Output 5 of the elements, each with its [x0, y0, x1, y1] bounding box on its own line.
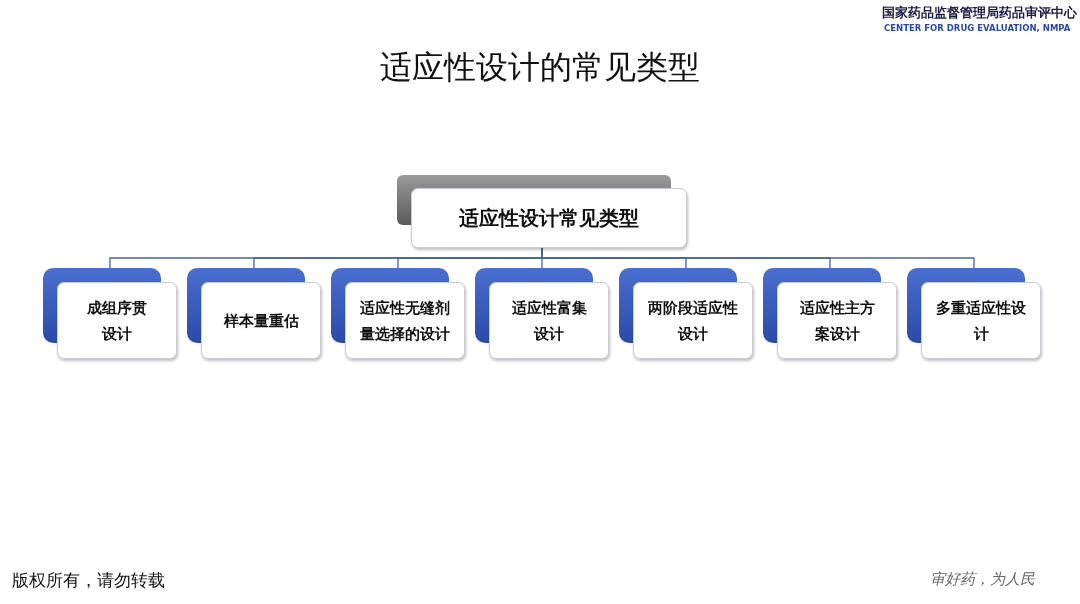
slogan-text: 审好药，为人民 — [930, 570, 1035, 589]
header-text: 国家药品监督管理局药品审评中心 — [882, 5, 1077, 22]
slide-title: 适应性设计的常见类型 — [379, 47, 701, 88]
copyright-note: 版权所有，请勿转载 — [12, 569, 165, 592]
header-subtitle: CENTER FOR DRUG EVALUATION, NMPA — [884, 23, 1071, 33]
